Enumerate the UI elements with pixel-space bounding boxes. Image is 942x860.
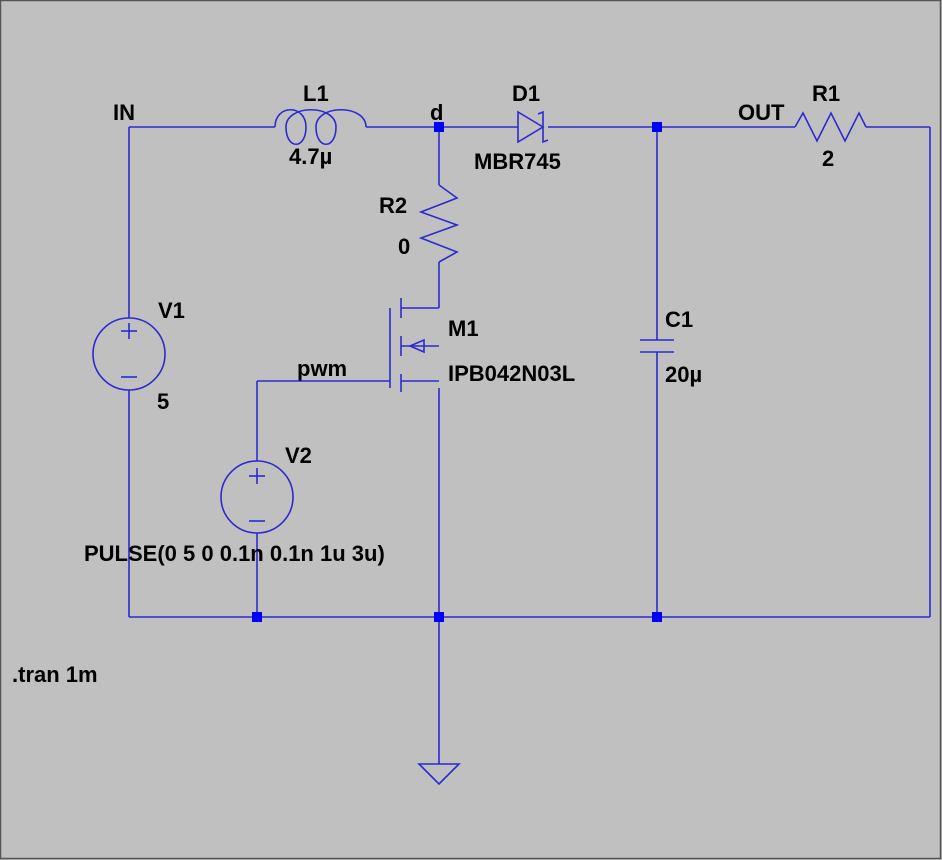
r2-value[interactable]: 0 — [398, 234, 410, 259]
l1-name: L1 — [303, 81, 329, 106]
r2-name: R2 — [379, 193, 407, 218]
m1-value[interactable]: IPB042N03L — [448, 361, 575, 386]
diode-d1-symbol[interactable] — [517, 110, 549, 144]
v1-value[interactable]: 5 — [157, 389, 169, 414]
ground-symbol[interactable] — [417, 763, 461, 786]
d1-value[interactable]: MBR745 — [474, 149, 561, 174]
c1-name: C1 — [665, 307, 693, 332]
c1-value[interactable]: 20µ — [665, 362, 702, 387]
net-label-in[interactable]: IN — [113, 100, 135, 125]
wires — [128, 126, 931, 764]
r1-name: R1 — [812, 81, 840, 106]
v2-name: V2 — [285, 443, 312, 468]
junction-node-d — [434, 122, 444, 132]
resistor-r1-symbol[interactable] — [794, 111, 867, 143]
net-label-d[interactable]: d — [430, 100, 443, 125]
mosfet-m1-symbol[interactable] — [389, 298, 439, 392]
junction-c1-gnd — [652, 612, 662, 622]
d1-name: D1 — [512, 81, 540, 106]
junction-node-out — [652, 122, 662, 132]
capacitor-c1-symbol[interactable] — [640, 339, 674, 353]
v1-name: V1 — [158, 298, 185, 323]
voltage-source-v1-symbol[interactable] — [92, 317, 166, 391]
net-label-pwm[interactable]: pwm — [297, 356, 347, 381]
inductor-l1-symbol[interactable] — [274, 108, 367, 145]
voltage-source-v2-symbol[interactable] — [220, 460, 294, 534]
l1-value[interactable]: 4.7µ — [289, 144, 332, 169]
spice-directive[interactable]: .tran 1m — [12, 662, 98, 687]
v2-value[interactable]: PULSE(0 5 0 0.1n 0.1n 1u 3u) — [84, 541, 385, 566]
m1-name: M1 — [448, 316, 479, 341]
junction-v2-gnd — [252, 612, 262, 622]
junctions — [252, 122, 662, 622]
resistor-r2-symbol[interactable] — [418, 184, 460, 263]
r1-value[interactable]: 2 — [822, 146, 834, 171]
net-label-out[interactable]: OUT — [738, 100, 785, 125]
junction-m1-gnd — [434, 612, 444, 622]
